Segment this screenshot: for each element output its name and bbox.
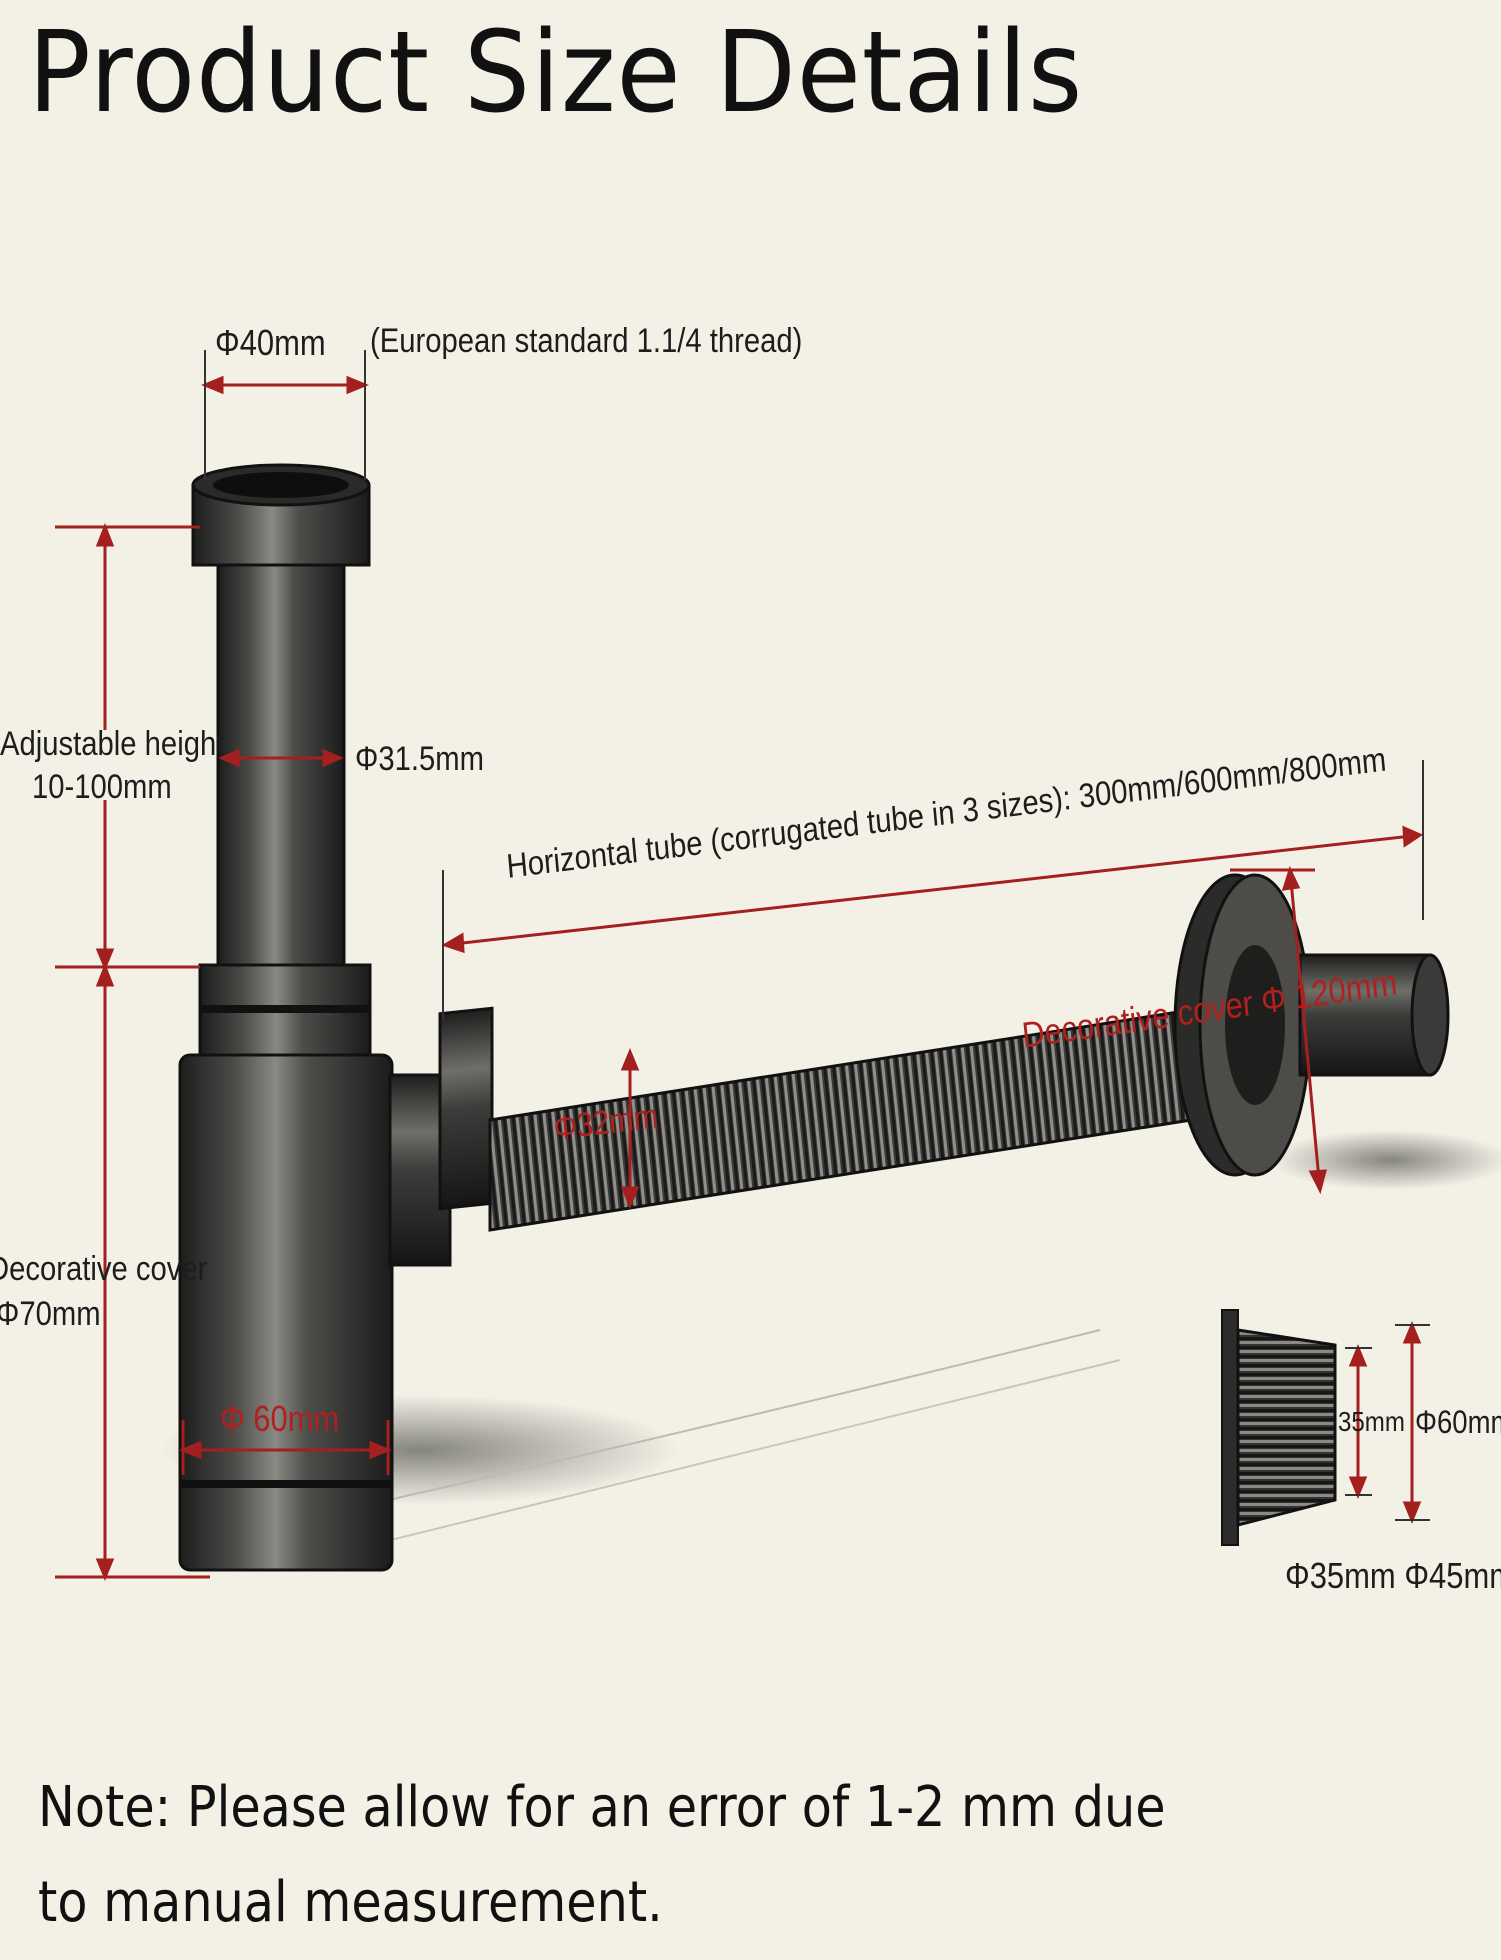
note-line-2: to manual measurement. [38, 1870, 663, 1935]
note-line-1: Note: Please allow for an error of 1-2 m… [38, 1775, 1166, 1840]
bottle-diameter-label: Φ 60mm [220, 1398, 340, 1439]
threaded-adapter-drawing [1221, 1309, 1337, 1546]
upper-tube-diameter-label: Φ31.5mm [355, 740, 484, 778]
dimension-lines [55, 350, 1430, 1581]
decorative-cover-left-title: Decorative cover [0, 1250, 208, 1288]
adapter-inner-label: 35mm [1338, 1406, 1405, 1437]
adjustable-height-value: 10-100mm [32, 768, 172, 806]
decorative-cover-left-value: Φ70mm [0, 1295, 101, 1333]
page-title: Product Size Details [28, 8, 1084, 138]
decorative-flange-drawing [1173, 873, 1450, 1177]
adjustable-height-title: Adjustable height [0, 725, 225, 763]
bottle-trap-drawing [178, 463, 494, 1572]
thread-standard-label: (European standard 1.1/4 thread) [370, 322, 803, 360]
adapter-sizes-label: Φ35mm Φ45mm [1285, 1555, 1501, 1596]
top-diameter-label: Φ40mm [215, 322, 326, 363]
